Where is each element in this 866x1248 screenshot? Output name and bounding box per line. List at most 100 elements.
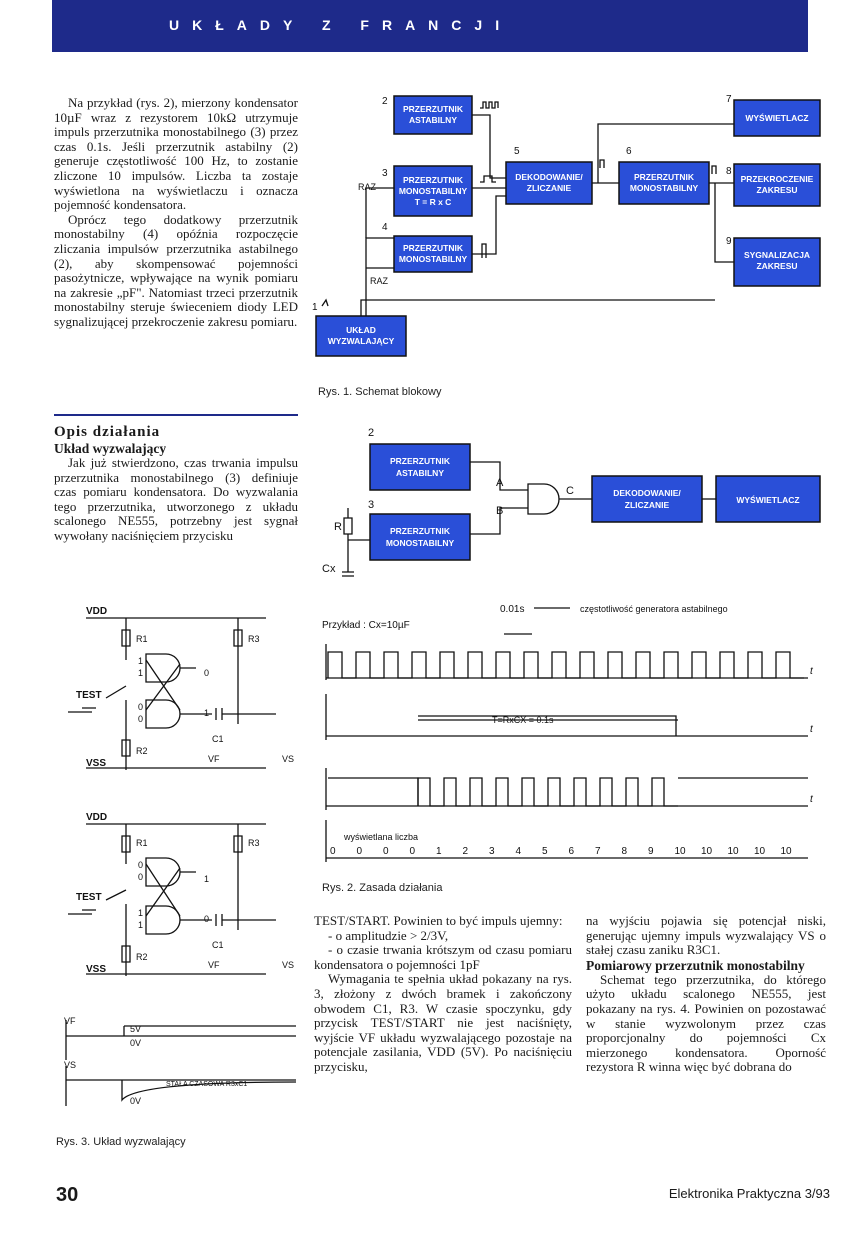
block-label: PRZERZUTNIK	[403, 175, 464, 185]
bottom-middle-column: TEST/START. Powinien to być impuls ujemn…	[314, 913, 572, 1075]
display-count: 9	[648, 846, 654, 857]
time-axis-label: t	[810, 724, 814, 735]
figure-2-caption: Rys. 2. Zasada działania	[322, 882, 443, 894]
test-label: TEST	[76, 892, 102, 903]
block-label: PRZERZUTNIK	[390, 526, 451, 536]
page-number: 30	[56, 1184, 79, 1206]
block-number: 1	[312, 302, 318, 313]
c1-label: C1	[212, 734, 224, 744]
r1-label: R1	[136, 634, 148, 644]
test-label: TEST	[76, 690, 102, 701]
v5-label: 5V	[130, 1024, 141, 1034]
vf-label: VF	[208, 754, 220, 764]
block-label: MONOSTABILNY	[386, 538, 455, 548]
display-count: 7	[595, 846, 601, 857]
block-label: DEKODOWANIE/	[515, 172, 583, 182]
signal-label: A	[496, 477, 504, 489]
block-label: DEKODOWANIE/	[613, 488, 681, 498]
paragraph: na wyjściu pojawia się potencjał niski, …	[586, 913, 826, 958]
time-axis-label: t	[810, 666, 814, 677]
left-top-column: Na przykład (rys. 2), mierzony kondensat…	[54, 95, 298, 330]
paragraph: Oprócz tego dodatkowy przerzutnik monost…	[54, 211, 298, 329]
display-count: 10	[675, 846, 687, 857]
block-label: PRZEKROCZENIE	[741, 174, 814, 184]
block-number: 3	[368, 499, 374, 511]
logic-level: 1	[138, 656, 143, 666]
subsection-heading: Pomiarowy przerzutnik monostabilny	[586, 957, 805, 973]
block-label: MONOSTABILNY	[399, 254, 468, 264]
block-number: 3	[382, 168, 388, 179]
opis-column: Opis działania Układ wyzwalający Jak już…	[54, 424, 298, 544]
time-axis-label: t	[810, 794, 814, 805]
logic-level: 0	[138, 860, 143, 870]
block-label: ASTABILNY	[396, 468, 444, 478]
r3-label: R3	[248, 838, 260, 848]
bullet-item: - o czasie trwania krótszym od czasu pom…	[314, 942, 572, 972]
figure-1-block-diagram: PRZERZUTNIK ASTABILNY PRZERZUTNIK MONOST…	[312, 94, 821, 357]
block-label: UKŁAD	[346, 325, 376, 335]
block-label: PRZERZUTNIK	[403, 104, 464, 114]
block-number: 2	[382, 96, 388, 107]
vdd-label: VDD	[86, 812, 107, 823]
paragraph: TEST/START. Powinien to być impuls ujemn…	[314, 913, 563, 928]
header-banner: UKŁADY Z FRANCJI	[52, 0, 808, 52]
raz-label: RAZ	[358, 182, 377, 192]
block-label: WYZWALAJĄCY	[328, 336, 395, 346]
block-label: WYŚWIETLACZ	[736, 494, 799, 505]
signal-label: B	[496, 505, 503, 517]
v0-label: 0V	[130, 1096, 141, 1106]
resistor-label: R	[334, 521, 342, 533]
display-count: 0	[357, 846, 363, 857]
raz-label: RAZ	[370, 276, 389, 286]
logic-level: 1	[138, 908, 143, 918]
paragraph: Jak już stwierdzono, czas trwania impuls…	[54, 455, 298, 543]
vss-label: VSS	[86, 964, 106, 975]
c1-label: C1	[212, 940, 224, 950]
display-count: 8	[622, 846, 628, 857]
block-label: SYGNALIZACJA	[744, 250, 810, 260]
section-title: UKŁADY Z FRANCJI	[169, 17, 513, 33]
vf-label: VF	[208, 960, 220, 970]
block-label: T = R x C	[415, 197, 452, 207]
vss-label: VSS	[86, 758, 106, 769]
figure-1-caption: Rys. 1. Schemat blokowy	[318, 386, 442, 398]
logic-level: 0	[138, 714, 143, 724]
display-count: 10	[781, 846, 793, 857]
bottom-right-column: na wyjściu pojawia się potencjał niski, …	[586, 913, 826, 1075]
r2-label: R2	[136, 952, 148, 962]
freq-label: częstotliwość generatora astabilnego	[580, 604, 728, 614]
block-number: 4	[382, 222, 388, 233]
display-count: 0	[383, 846, 389, 857]
figure-2-timing: Przykład : Cx=10µF 0.01s częstotliwość g…	[322, 604, 814, 862]
journal-name: Elektronika Praktyczna 3/93	[668, 1186, 830, 1201]
paragraph: Wymagania te spełnia układ pokazany na r…	[314, 971, 572, 1074]
vs-label: VS	[64, 1060, 76, 1070]
signal-label: C	[566, 485, 574, 497]
block-label: PRZERZUTNIK	[634, 172, 695, 182]
section-rule	[54, 414, 298, 416]
paragraph: Na przykład (rys. 2), mierzony kondensat…	[54, 95, 298, 213]
block-label: ZAKRESU	[756, 185, 797, 195]
vs-label: VS	[282, 754, 294, 764]
block-label: PRZERZUTNIK	[390, 456, 451, 466]
example-label: Przykład : Cx=10µF	[322, 620, 410, 631]
paragraph: Schemat tego przerzutnika, do którego uż…	[586, 971, 826, 1075]
display-count: 4	[516, 846, 522, 857]
block-label: WYŚWIETLACZ	[745, 112, 808, 123]
v0-label: 0V	[130, 1038, 141, 1048]
figure-3-caption: Rys. 3. Układ wyzwalający	[56, 1136, 186, 1148]
gated-waveform	[417, 777, 678, 807]
r2-label: R2	[136, 746, 148, 756]
figure-logic-diagram: PRZERZUTNIK ASTABILNY PRZERZUTNIK MONOST…	[322, 427, 821, 577]
display-count: 0	[410, 846, 416, 857]
astable-waveform	[327, 651, 804, 679]
block-number: 5	[514, 146, 520, 157]
vs-label: VS	[282, 960, 294, 970]
vf-label: VF	[64, 1016, 76, 1026]
figure-3-trigger-circuit: VDD VSS TEST VDD VSS TEST R1 R3 R2 C1 VF…	[64, 606, 296, 1106]
display-count: 5	[542, 846, 548, 857]
logic-level: 1	[204, 708, 209, 718]
block-label: PRZERZUTNIK	[403, 243, 464, 253]
section-heading: Opis działania	[54, 424, 161, 440]
display-label: wyświetlana liczba	[343, 832, 418, 842]
